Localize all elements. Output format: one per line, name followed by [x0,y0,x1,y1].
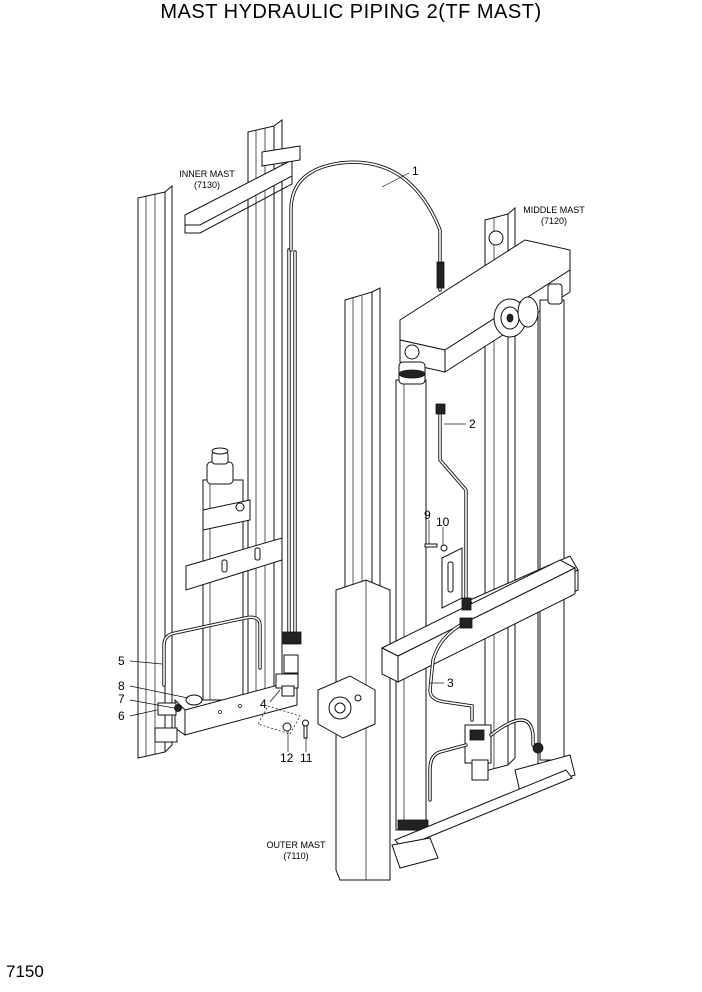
inner-mast-code: (7130) [194,180,220,190]
callout-9: 9 [424,508,431,522]
callout-2: 2 [469,417,476,431]
middle-mast-code: (7120) [541,216,567,226]
page-title: MAST HYDRAULIC PIPING 2(TF MAST) [160,1,542,23]
callout-7: 7 [118,692,125,706]
callout-8: 8 [118,679,125,693]
callout-4: 4 [260,697,267,711]
outer-mast-code: (7110) [283,851,308,861]
inner-mast [137,119,309,759]
hose-1 [289,160,445,292]
inner-mast-label: INNER MAST [179,169,235,179]
middle-mast [399,206,579,793]
callout-5: 5 [118,654,125,668]
callout-10: 10 [436,515,450,529]
callout-1: 1 [412,164,419,178]
callout-11: 11 [300,751,313,765]
page-number: 7150 [6,962,44,981]
outer-mast [317,287,577,881]
middle-mast-label: MIDDLE MAST [523,205,585,215]
outer-mast-label: OUTER MAST [266,840,326,850]
callout-12: 12 [280,751,294,765]
callout-3: 3 [447,676,454,690]
callout-6: 6 [118,709,125,723]
